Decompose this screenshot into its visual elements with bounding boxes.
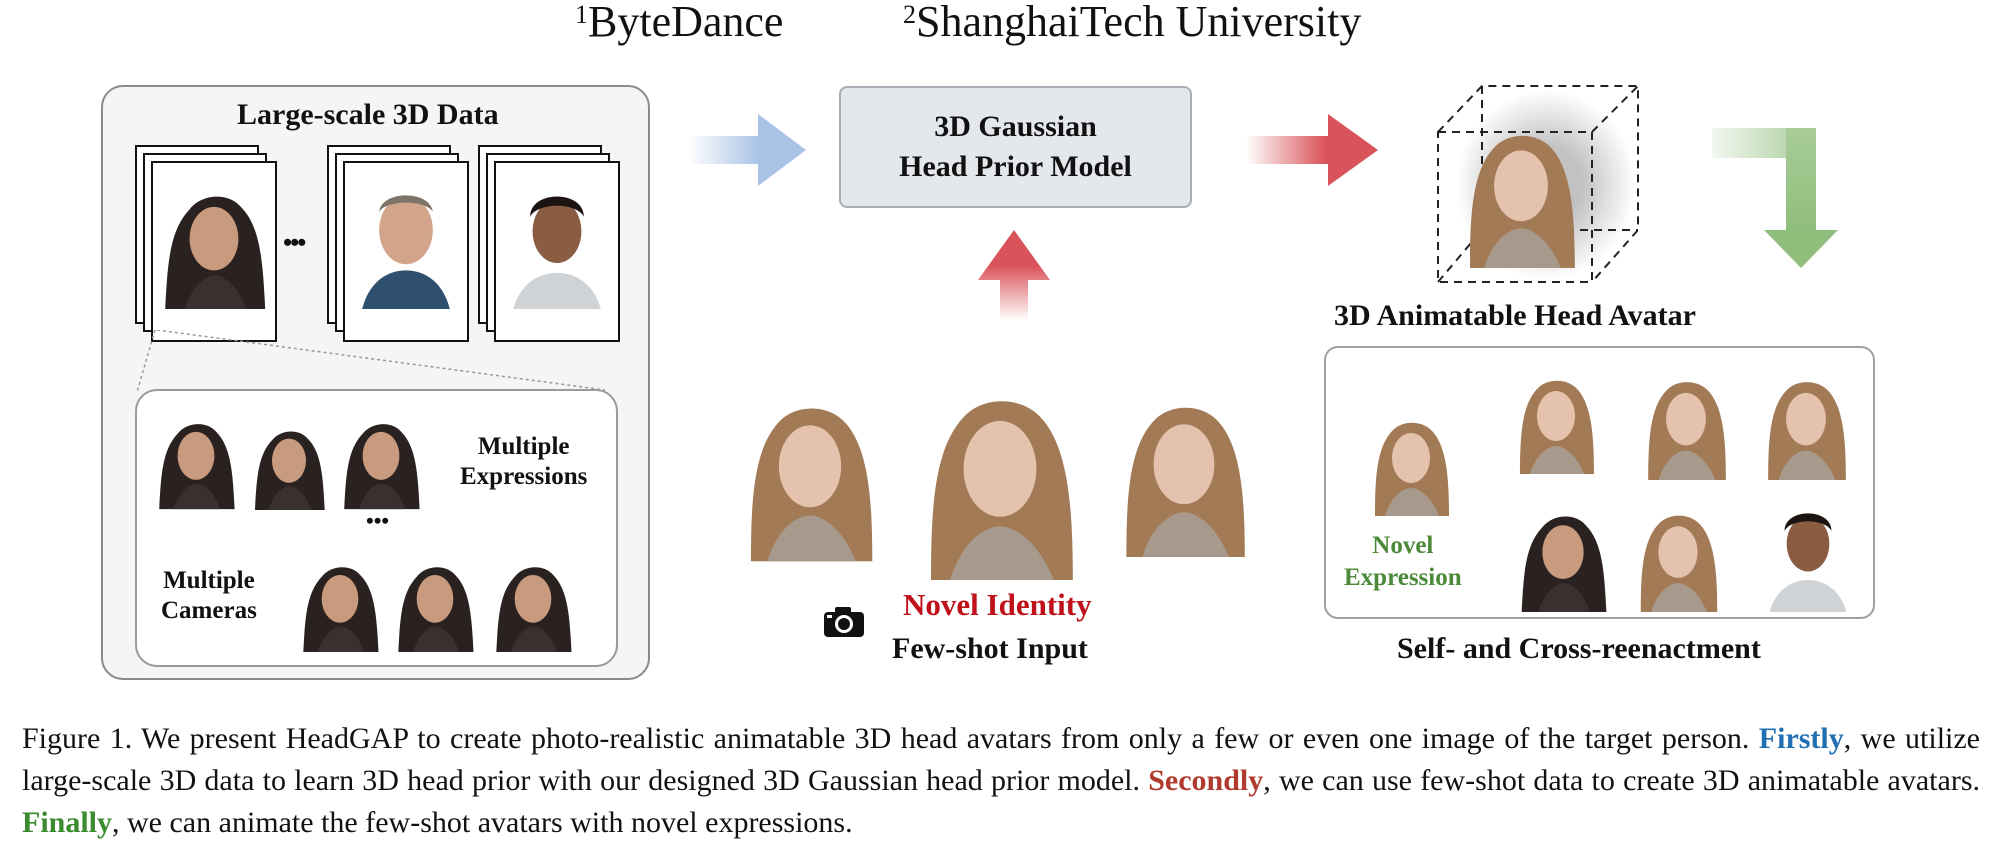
zoom-lines [136,330,606,393]
reenact-face-cross-3 [1752,484,1864,612]
multiple-cameras-label: Multiple Cameras [161,567,257,624]
expression-face-2 [243,408,335,510]
reenact-face-cross-1 [1510,488,1616,612]
face-image [345,163,467,309]
reenact-face-self-3 [1750,354,1862,480]
figure-caption: Figure 1. We present HeadGAP to create p… [22,722,1980,839]
expression-face-3 [335,398,427,510]
novel-expression-label: Novel Expression [1344,532,1462,591]
reenact-face-self-1 [1496,354,1616,474]
red-arrow-up [978,230,1050,320]
reenact-face-cross-2 [1624,488,1732,612]
blue-arrow [688,114,806,186]
camera-face-2 [389,542,481,652]
input-face-three-quarter [1104,350,1264,572]
ellipsis-dots: ••• [283,228,306,257]
face-image [496,163,618,309]
multiple-expressions-label: Multiple Expressions [460,433,588,490]
dots-ellipsis-small: ••• [366,508,390,533]
face-image [153,163,275,309]
red-arrow-right [1246,114,1378,186]
caption-secondly: Secondly [1148,764,1264,797]
camera-face-1 [294,542,386,652]
caption-firstly: Firstly [1758,722,1844,755]
data-stack-1 [135,145,285,345]
reenactment-label: Self- and Cross-reenactment [1397,632,1761,665]
camera-face-3 [487,542,579,652]
expression-face-1 [150,398,242,510]
input-face-front [900,350,1100,580]
reenact-face-self-2 [1632,354,1740,480]
data-stack-3 [478,145,628,345]
novel-identity-label: Novel Identity [903,587,1092,622]
large-scale-data-title: Large-scale 3D Data [237,98,499,131]
few-shot-input-label: Few-shot Input [892,632,1088,665]
head-prior-model-box: 3D Gaussian Head Prior Model [839,86,1192,208]
avatar-cube [1437,85,1639,283]
caption-finally: Finally [22,806,113,839]
camera-icon [824,607,864,637]
animatable-avatar-label: 3D Animatable Head Avatar [1334,299,1696,332]
input-face-profile [728,350,892,576]
affiliation-bytedance: 1ByteDance [575,0,784,46]
green-arrow-corner [1712,128,1838,268]
reenact-face-source [1351,396,1471,516]
prior-model-line2: Head Prior Model [899,150,1132,183]
prior-model-line1: 3D Gaussian [934,110,1097,143]
affiliation-shanghaitech: 2ShanghaiTech University [903,0,1362,46]
data-stack-2 [327,145,477,345]
